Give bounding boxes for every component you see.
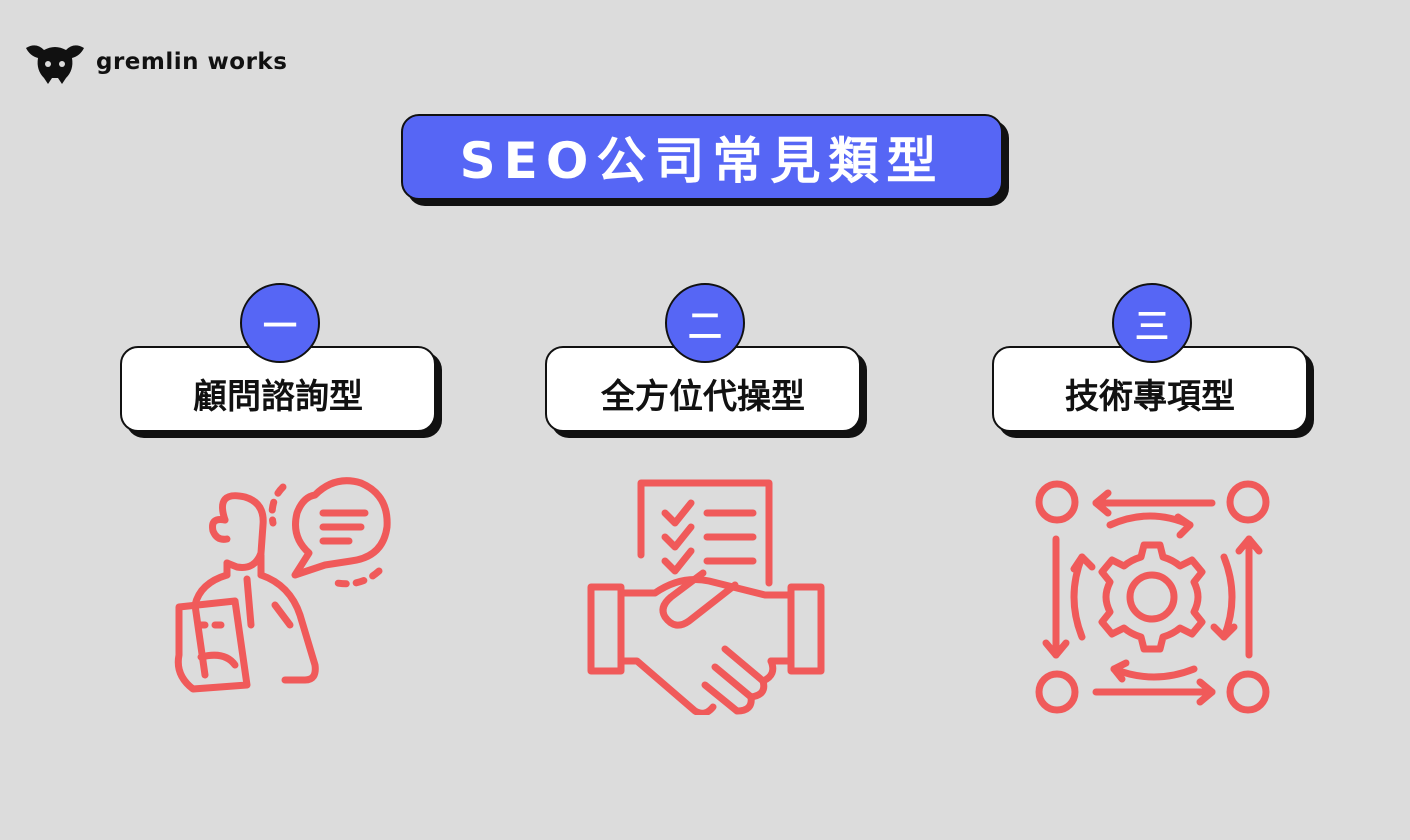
gear-process-icon <box>1035 480 1270 714</box>
type-number-badge: 二 <box>665 283 745 363</box>
handshake-checklist-icon <box>587 479 825 715</box>
brand-logo: gremlin works <box>22 40 287 84</box>
type-number-badge: 三 <box>1112 283 1192 363</box>
consultant-speech-icon <box>174 477 391 693</box>
type-card-technical: 技術專項型 <box>992 346 1308 432</box>
brand-name: gremlin works <box>96 49 288 75</box>
gremlin-cat-icon <box>26 45 84 84</box>
page-title: SEO公司常見類型 <box>401 114 1003 200</box>
type-number-badge: 一 <box>240 283 320 363</box>
